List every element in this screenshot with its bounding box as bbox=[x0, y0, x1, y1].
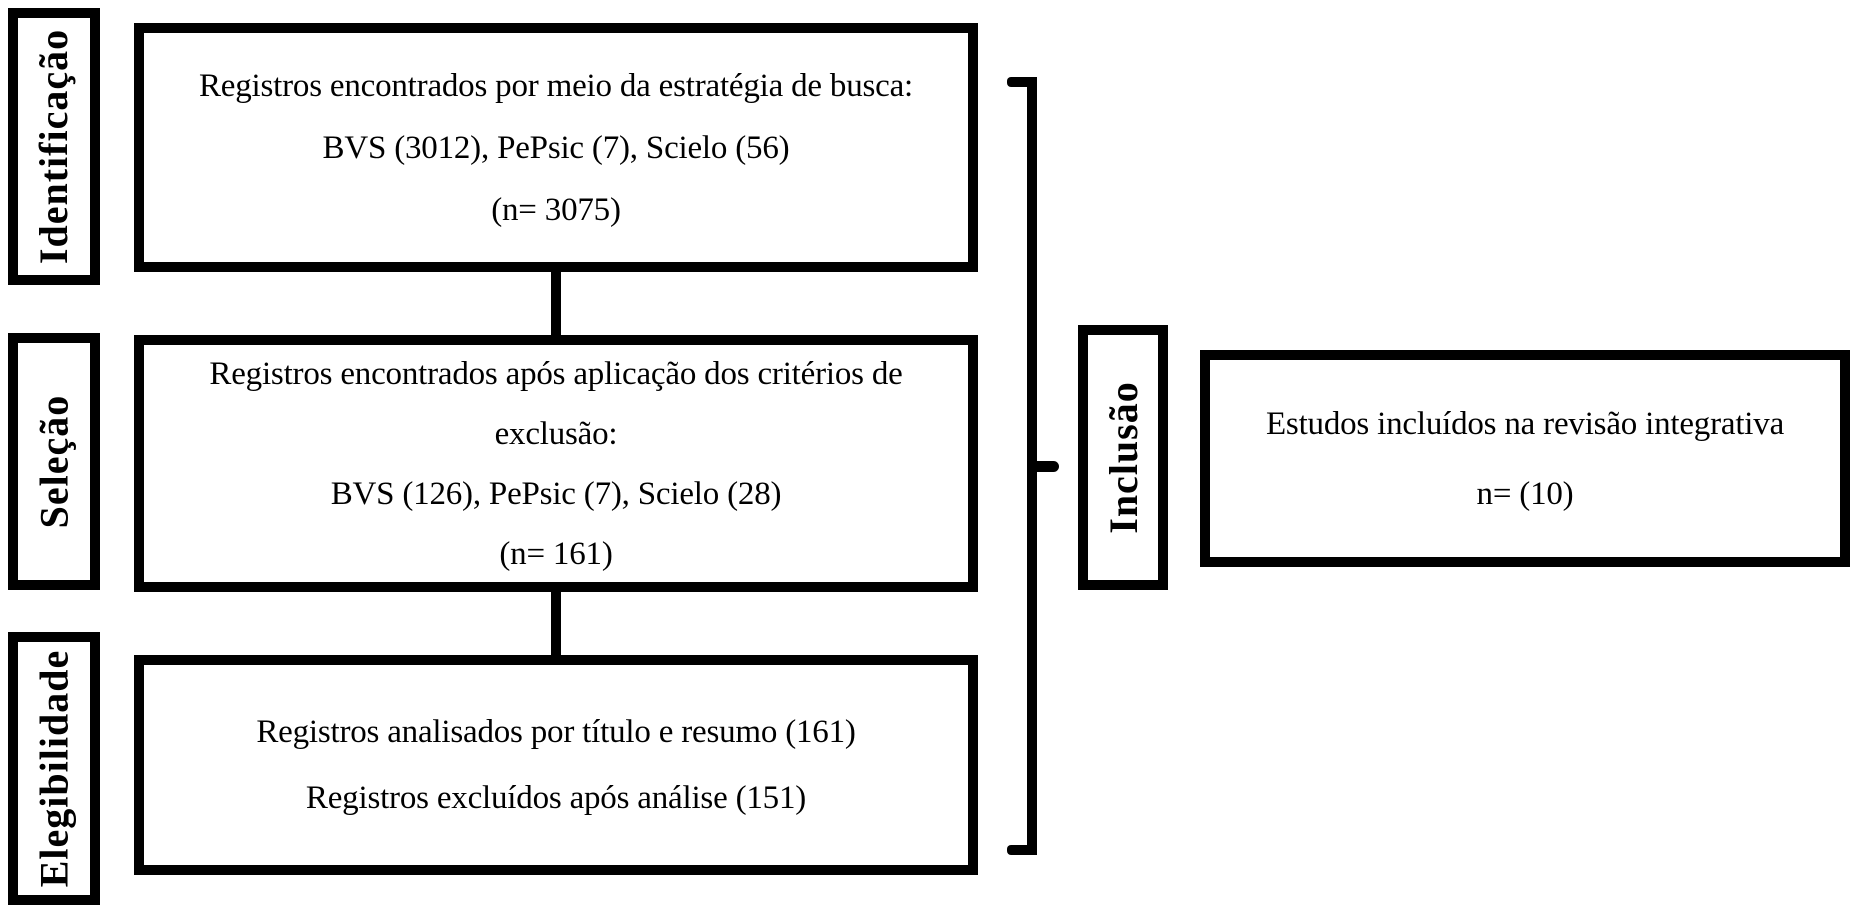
flow-line: (n= 3075) bbox=[491, 191, 621, 228]
stage-label-inclusao-text: Inclusão bbox=[1100, 381, 1146, 534]
flow-box-identification-text: Registros encontrados por meio da estrat… bbox=[144, 55, 968, 241]
flow-line: BVS (3012), PePsic (7), Scielo (56) bbox=[322, 129, 790, 166]
flow-line: Registros encontrados após aplicação dos… bbox=[209, 355, 903, 392]
stage-label-identificacao-text: Identificação bbox=[31, 28, 77, 265]
connector-line-1 bbox=[551, 272, 561, 335]
flow-line: n= (10) bbox=[1476, 475, 1574, 512]
stage-label-elegibilidade-text: Elegibilidade bbox=[31, 649, 77, 888]
flow-box-selection: Registros encontrados após aplicação dos… bbox=[134, 335, 978, 592]
flow-box-result: Estudos incluídos na revisão integrativa… bbox=[1200, 350, 1850, 567]
flow-line: Registros analisados por título e resumo… bbox=[256, 714, 856, 750]
flow-line: Registros excluídos após análise (151) bbox=[305, 780, 807, 816]
inclusion-brace-top-hook bbox=[1007, 77, 1037, 87]
flow-line: (n= 161) bbox=[499, 535, 613, 572]
stage-label-inclusao: Inclusão bbox=[1078, 325, 1168, 590]
inclusion-brace-bottom-hook bbox=[1007, 845, 1037, 855]
stage-label-identificacao: Identificação bbox=[8, 8, 100, 285]
flow-box-selection-text: Registros encontrados após aplicação dos… bbox=[144, 344, 968, 584]
stage-label-selecao-text: Seleção bbox=[31, 394, 77, 529]
stage-label-elegibilidade: Elegibilidade bbox=[8, 632, 100, 905]
flow-line: exclusão: bbox=[494, 415, 618, 452]
flow-line: Estudos incluídos na revisão integrativa bbox=[1265, 405, 1785, 442]
connector-line-2 bbox=[551, 592, 561, 655]
inclusion-brace-middle-tick bbox=[1037, 461, 1059, 472]
stage-label-selecao: Seleção bbox=[8, 333, 100, 590]
flow-line: BVS (126), PePsic (7), Scielo (28) bbox=[330, 475, 782, 512]
inclusion-brace-vertical bbox=[1027, 77, 1037, 855]
flow-box-identification: Registros encontrados por meio da estrat… bbox=[134, 23, 978, 272]
flow-line: Registros encontrados por meio da estrat… bbox=[198, 67, 914, 104]
flow-box-eligibility: Registros analisados por título e resumo… bbox=[134, 655, 978, 875]
flow-box-result-text: Estudos incluídos na revisão integrativa… bbox=[1210, 389, 1840, 529]
flow-box-eligibility-text: Registros analisados por título e resumo… bbox=[144, 699, 968, 831]
